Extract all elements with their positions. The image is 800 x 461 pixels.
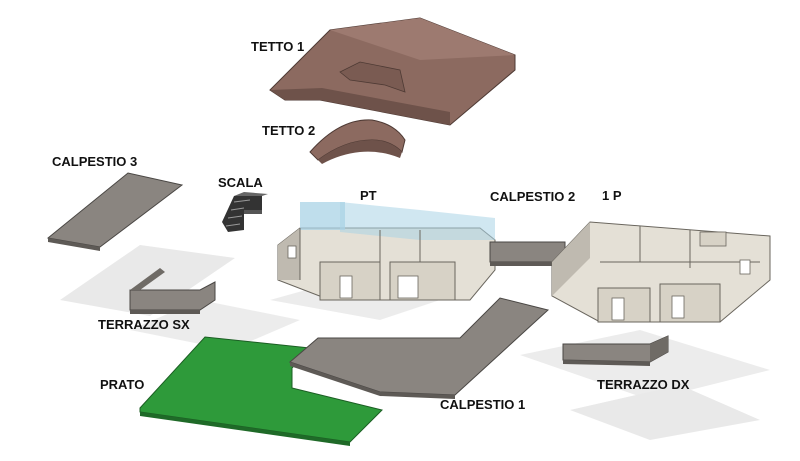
label-pt: PT bbox=[360, 188, 377, 203]
label-scala: SCALA bbox=[218, 175, 263, 190]
label-tetto-1: TETTO 1 bbox=[251, 39, 304, 54]
calpestio-1-slab bbox=[289, 297, 550, 399]
label-calpestio-1: CALPESTIO 1 bbox=[440, 397, 525, 412]
calpestio-3-slab bbox=[46, 172, 184, 251]
calpestio-2-slab bbox=[489, 241, 566, 266]
label-terrazzo-dx: TERRAZZO DX bbox=[597, 377, 690, 392]
tetto-1-roof bbox=[269, 17, 516, 126]
label-calpestio-3: CALPESTIO 3 bbox=[52, 154, 137, 169]
prato-lawn bbox=[139, 336, 383, 446]
scala-stair bbox=[222, 192, 268, 232]
label-calpestio-2: CALPESTIO 2 bbox=[490, 189, 575, 204]
tetto-2-roof bbox=[309, 119, 406, 164]
label-prato: PRATO bbox=[100, 377, 144, 392]
primo-piano-floor bbox=[551, 221, 771, 323]
label-tetto-2: TETTO 2 bbox=[262, 123, 315, 138]
label-primo-piano: 1 P bbox=[602, 188, 622, 203]
label-terrazzo-sx: TERRAZZO SX bbox=[98, 317, 190, 332]
pt-ground-floor bbox=[277, 202, 496, 301]
terrazzo-dx bbox=[562, 335, 669, 366]
terrazzo-sx bbox=[129, 268, 216, 314]
